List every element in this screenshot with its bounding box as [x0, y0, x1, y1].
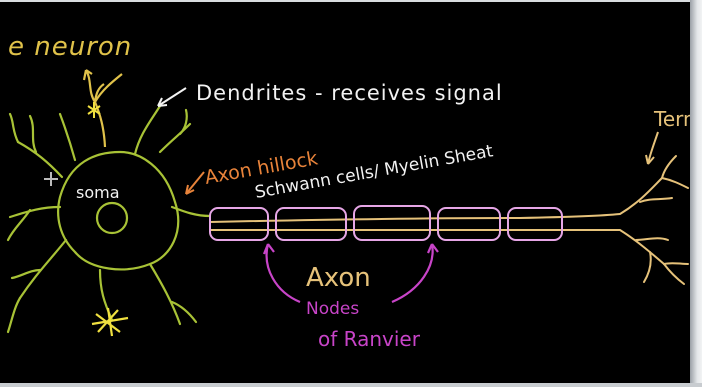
crosshair-cursor-icon: [44, 172, 58, 186]
soma-label: soma: [76, 183, 120, 202]
window-edge-right: [690, 0, 702, 387]
axon-terminal: [619, 155, 689, 285]
myelin-sheath: [209, 205, 563, 241]
top-dendrite: [82, 69, 123, 148]
title-label: e neuron: [8, 32, 132, 62]
axon-line: [209, 213, 621, 232]
bottom-terminal-burst: [91, 307, 129, 337]
myelin-segment: [437, 207, 501, 241]
terminal-label: Term: [653, 107, 690, 131]
terminal-arrow: [645, 131, 659, 165]
nodes-arrows: [262, 243, 439, 304]
myelin-segment: [275, 207, 347, 241]
nodes-label-line2: of Ranvier: [318, 327, 421, 351]
myelin-segment: [209, 207, 269, 241]
dendrites-label: Dendrites - receives signal: [196, 81, 503, 105]
window-edge-bottom: [0, 383, 702, 387]
blackboard: e neuron: [0, 2, 690, 383]
neuron-diagram: e neuron: [6, 32, 690, 351]
axon-label: Axon: [306, 263, 371, 293]
axon-hillock-arrow: [185, 171, 205, 195]
myelin-segment: [353, 205, 431, 241]
myelin-segment: [507, 207, 563, 241]
nodes-label-line1: Nodes: [306, 299, 359, 319]
top-terminal-burst: [87, 102, 101, 118]
neuron-dendrites: [6, 104, 212, 334]
dendrites-arrow: [157, 87, 187, 107]
